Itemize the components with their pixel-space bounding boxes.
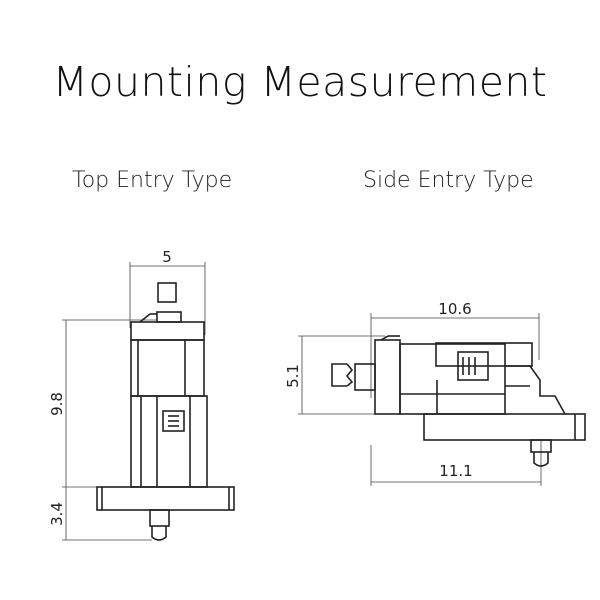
top-entry-drawing: 5 9.8 3.4 [48,248,235,541]
side-height-dimension [298,335,430,415]
top-pin-value: 3.4 [48,502,66,526]
side-top-value: 10.6 [438,300,471,318]
top-width-value: 5 [162,248,172,266]
top-height-value: 9.8 [48,392,66,416]
side-height-value: 5.1 [284,364,302,388]
side-base-dimension [370,440,542,486]
top-pin-dimension [62,487,152,541]
top-width-dimension [129,262,206,335]
side-top-dimension [370,313,540,398]
side-base-value: 11.1 [439,462,472,480]
page-title: Mounting Measurement [52,58,548,106]
top-entry-connector [96,282,235,541]
side-entry-connector [331,335,586,467]
top-height-dimension [62,319,157,488]
side-entry-drawing: 10.6 5.1 11.1 [284,300,586,486]
side-entry-label: Side Entry Type [363,168,534,193]
top-entry-label: Top Entry Type [72,168,233,193]
